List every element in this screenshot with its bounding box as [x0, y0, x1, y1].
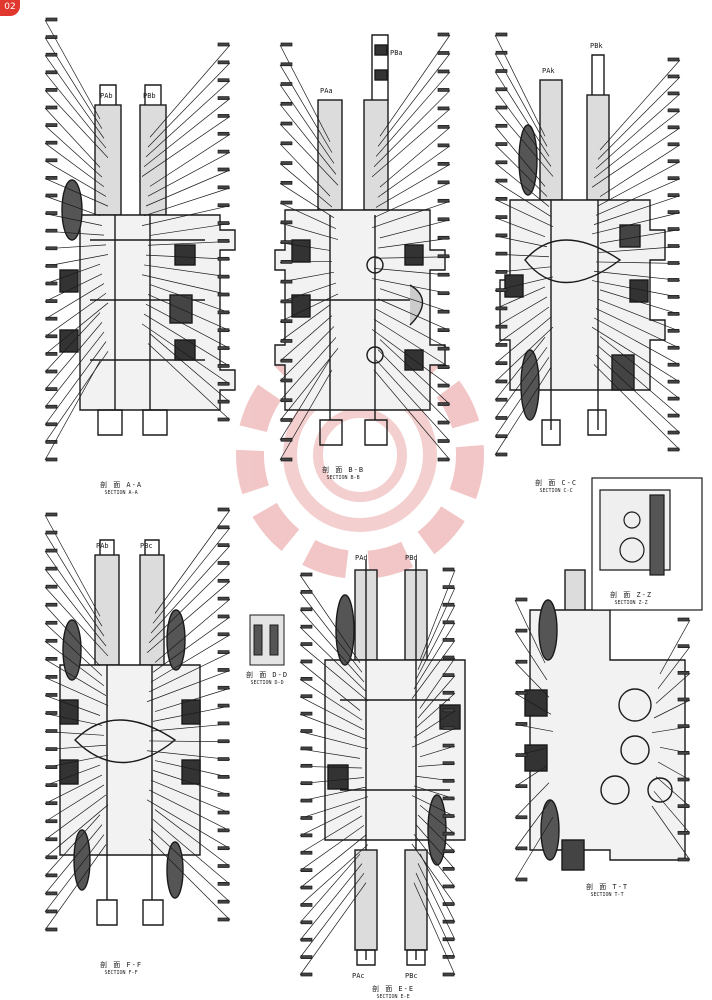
port-label-e2: PBd: [405, 554, 418, 562]
port-label-e1: PAd: [355, 554, 368, 562]
port-label-c2: PBk: [590, 42, 603, 50]
section-view-b-b: [274, 34, 446, 446]
section-view-t-t: [524, 569, 686, 871]
section-view-e-e: [324, 560, 466, 966]
port-label-e3: PAc: [352, 972, 365, 980]
port-label-b1: PAa: [320, 87, 333, 95]
section-view-f-f: [59, 539, 201, 926]
port-label-b2: PBa: [390, 49, 403, 57]
section-view-inset-z-z: [591, 477, 703, 611]
page-number-badge: 02: [0, 0, 20, 16]
port-label-f2: PBc: [140, 542, 153, 550]
section-view-small-inset: [249, 614, 285, 666]
part-callout-leader-lines: [44, 17, 691, 977]
port-label-f1: PAb: [96, 542, 109, 550]
port-label-a2: PBb: [143, 92, 156, 100]
port-label-e4: PBc: [405, 972, 418, 980]
port-label-a1: PAb: [100, 92, 113, 100]
section-view-c-c: [499, 54, 666, 446]
section-view-a-a: [59, 84, 236, 436]
port-label-c1: PAk: [542, 67, 555, 75]
